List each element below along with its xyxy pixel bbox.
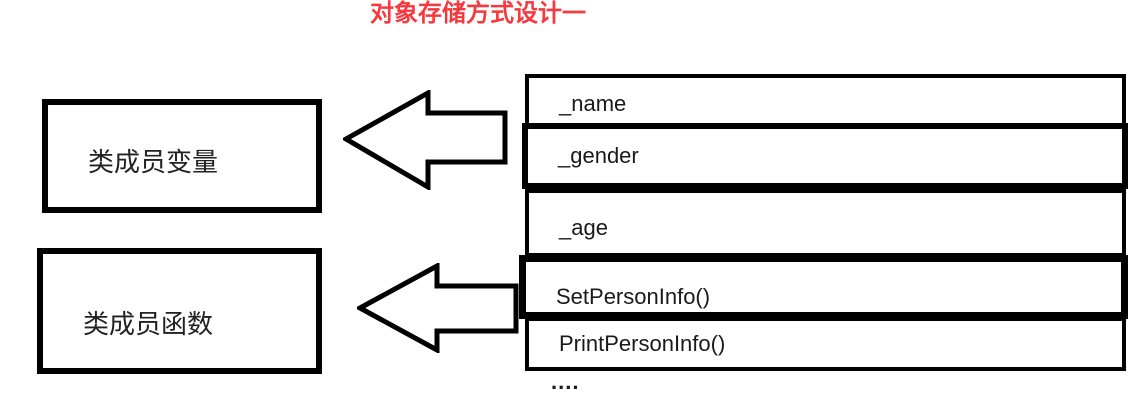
table-row-name: _name [525, 74, 1126, 127]
ellipsis-text: .... [551, 369, 580, 394]
table-row-age: _age [525, 189, 1126, 257]
table-row-setpersoninfo: SetPersonInfo() [519, 255, 1128, 319]
table-row-age-label: _age [559, 215, 608, 240]
table-row-printpersoninfo-label: PrintPersonInfo() [559, 331, 726, 356]
table-row-setpersoninfo-label: SetPersonInfo() [556, 284, 711, 309]
table-row-name-label: _name [559, 90, 627, 116]
left-arrow-icon [357, 263, 519, 353]
member-functions-box: 类成员函数 [37, 248, 322, 374]
table-row-printpersoninfo: PrintPersonInfo() [525, 317, 1126, 371]
table-row-gender: _gender [522, 123, 1128, 189]
member-functions-label: 类成员函数 [83, 308, 214, 339]
member-variables-box: 类成员变量 [42, 99, 322, 213]
page-title: 对象存储方式设计一 [370, 0, 586, 27]
member-variables-label: 类成员变量 [88, 146, 219, 177]
left-arrow-icon [343, 90, 508, 190]
table-row-gender-label: _gender [558, 143, 639, 168]
